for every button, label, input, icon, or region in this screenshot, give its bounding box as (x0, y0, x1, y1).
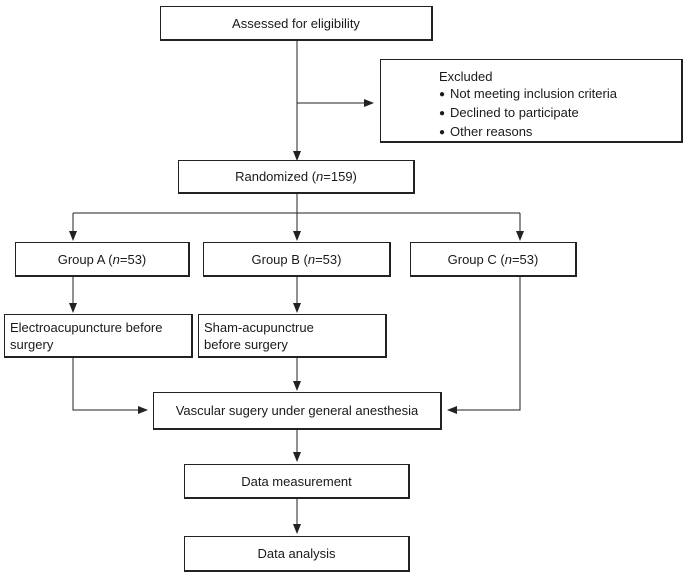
assessed-label: Assessed for eligibility (232, 15, 360, 31)
excluded-reason: Not meeting inclusion criteria (439, 85, 681, 104)
sham-acupuncture-label: Sham-acupunctrue before surgery (204, 319, 314, 352)
group-b-box: Group B (n=53) (203, 242, 391, 277)
arrow-group-c-to-surgery (447, 277, 521, 414)
group-c-box: Group C (n=53) (410, 242, 577, 277)
group-a-box: Group A (n=53) (15, 242, 190, 277)
analysis-box: Data analysis (184, 536, 410, 572)
excluded-reason: Other reasons (439, 123, 681, 142)
electroacupuncture-box: Electroacupuncture before surgery (4, 314, 193, 358)
surgery-box: Vascular sugery under general anesthesia (153, 392, 442, 430)
randomized-box: Randomized (n=159) (178, 160, 415, 194)
excluded-box: Excluded Not meeting inclusion criteria … (380, 59, 683, 143)
arrow-electro-to-surgery (72, 358, 148, 414)
group-b-label: Group B (n=53) (251, 251, 342, 267)
surgery-label: Vascular sugery under general anesthesia (175, 403, 419, 418)
excluded-reason: Declined to participate (439, 104, 681, 123)
group-c-label: Group C (n=53) (447, 251, 539, 267)
measurement-box: Data measurement (184, 464, 410, 499)
analysis-label: Data analysis (257, 546, 336, 561)
randomized-label: Randomized (n=159) (235, 169, 357, 184)
assessed-box: Assessed for eligibility (160, 6, 433, 41)
group-a-label: Group A (n=53) (57, 251, 147, 267)
excluded-reasons: Not meeting inclusion criteria Declined … (439, 85, 681, 142)
sham-acupuncture-box: Sham-acupunctrue before surgery (198, 314, 387, 358)
electroacupuncture-label: Electroacupuncture before surgery (10, 319, 163, 352)
excluded-title: Excluded (439, 69, 493, 84)
measurement-label: Data measurement (241, 473, 352, 489)
